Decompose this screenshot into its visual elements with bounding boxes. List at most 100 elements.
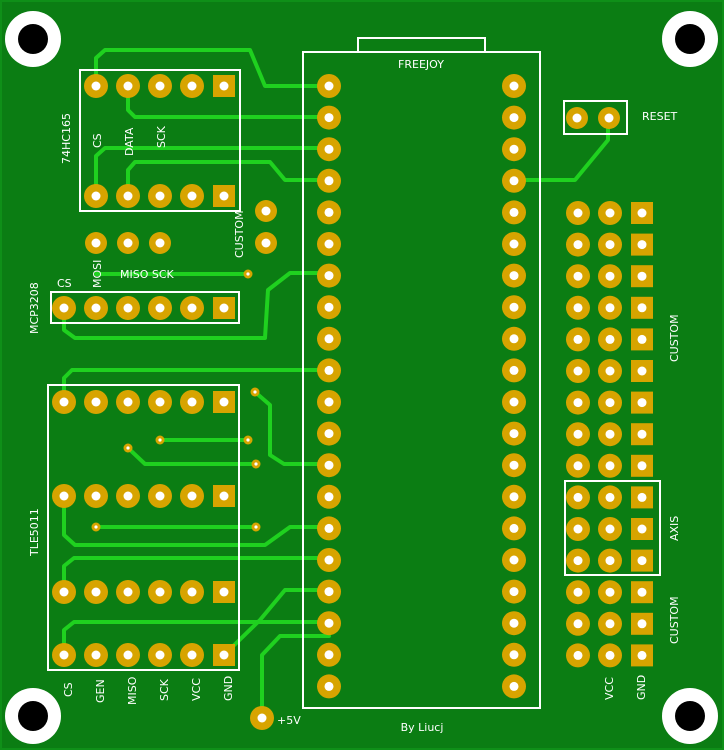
drill-hole	[509, 144, 519, 154]
drill-hole	[324, 271, 334, 281]
drill-hole	[605, 240, 615, 250]
drill-hole	[509, 176, 519, 186]
drill-hole	[509, 523, 519, 533]
trace	[222, 588, 331, 657]
drill-hole	[91, 587, 101, 597]
drill-hole	[573, 650, 583, 660]
drill-hole	[573, 334, 583, 344]
drill-hole	[91, 81, 101, 91]
drill-hole	[605, 429, 615, 439]
usb-connector-outline	[357, 37, 486, 53]
drill-hole	[324, 113, 334, 123]
74hc165-data-label: DATA	[123, 127, 136, 156]
freejoy-right-pins	[502, 74, 526, 699]
drill-hole	[187, 491, 197, 501]
tle5011-miso-label: MISO	[126, 676, 139, 705]
drill-hole	[637, 650, 647, 660]
drill-hole	[637, 334, 647, 344]
gnd-column-label: GND	[635, 675, 648, 700]
drill-hole	[59, 491, 69, 501]
vcc-column-label: VCC	[603, 677, 616, 700]
drill-hole	[324, 492, 334, 502]
drill-hole	[605, 619, 615, 629]
custom-small-label: CUSTOM	[233, 210, 246, 258]
drill-hole	[219, 303, 229, 313]
drill-hole	[605, 366, 615, 376]
drill-hole	[605, 524, 615, 534]
drill-hole	[155, 191, 165, 201]
axis-label: AXIS	[668, 516, 681, 541]
drill-hole	[572, 113, 582, 123]
copper-traces	[62, 48, 610, 720]
drill-hole	[637, 619, 647, 629]
drill-hole	[573, 303, 583, 313]
drill-hole	[605, 492, 615, 502]
74hc165-pads	[84, 74, 235, 208]
drill-hole	[637, 208, 647, 218]
drill-hole	[573, 587, 583, 597]
drill-hole	[187, 650, 197, 660]
drill-hole	[573, 492, 583, 502]
drill-hole	[637, 240, 647, 250]
drill-hole	[509, 113, 519, 123]
drill-hole	[509, 397, 519, 407]
trace	[260, 634, 331, 720]
drill-hole	[324, 618, 334, 628]
drill-hole	[324, 176, 334, 186]
drill-hole	[637, 492, 647, 502]
drill-hole	[59, 587, 69, 597]
drill-hole	[573, 556, 583, 566]
drill-hole	[604, 113, 614, 123]
mcp3208-cs-label: CS	[57, 277, 72, 290]
drill-hole	[605, 334, 615, 344]
drill-hole	[219, 81, 229, 91]
drill-hole	[605, 208, 615, 218]
trace	[126, 446, 258, 466]
drill-hole	[324, 650, 334, 660]
74hc165-outline	[79, 69, 241, 212]
drill-hole	[573, 619, 583, 629]
drill-hole	[155, 587, 165, 597]
drill-hole	[509, 365, 519, 375]
drill-hole	[219, 191, 229, 201]
freejoy-label: FREEJOY	[398, 58, 444, 71]
mcp3208-miso-sck-label: MISO SCK	[120, 268, 175, 281]
drill-hole	[324, 207, 334, 217]
drill-hole	[324, 81, 334, 91]
drill-hole	[509, 302, 519, 312]
power-label: +5V	[277, 714, 301, 727]
drill-hole	[509, 492, 519, 502]
drill-hole	[605, 587, 615, 597]
tle5011-gnd-label: GND	[222, 676, 235, 701]
drill-hole	[509, 81, 519, 91]
reset-outline	[563, 100, 628, 135]
drill-hole	[324, 239, 334, 249]
drill-hole	[123, 491, 133, 501]
drill-hole	[187, 397, 197, 407]
drill-hole	[509, 460, 519, 470]
74hc165-label: 74HC165	[60, 113, 73, 164]
trace	[94, 146, 331, 198]
drill-hole	[509, 618, 519, 628]
drill-hole	[509, 239, 519, 249]
drill-hole	[324, 587, 334, 597]
drill-hole	[509, 429, 519, 439]
drill-hole	[123, 238, 133, 248]
trace	[62, 620, 331, 657]
mcp3208-mosi-label: MOSI	[91, 260, 104, 288]
mcp3208-label: MCP3208	[28, 282, 41, 334]
drill-hole	[155, 650, 165, 660]
drill-hole	[219, 491, 229, 501]
74hc165-cs-label: CS	[91, 133, 104, 148]
drill-hole	[509, 207, 519, 217]
drill-hole	[509, 555, 519, 565]
drill-hole	[637, 366, 647, 376]
drill-hole	[637, 398, 647, 408]
axis-outline	[564, 480, 661, 576]
drill-hole	[123, 587, 133, 597]
drill-hole	[91, 650, 101, 660]
tle5011-outline	[47, 384, 240, 671]
drill-hole	[605, 556, 615, 566]
drill-hole	[573, 366, 583, 376]
